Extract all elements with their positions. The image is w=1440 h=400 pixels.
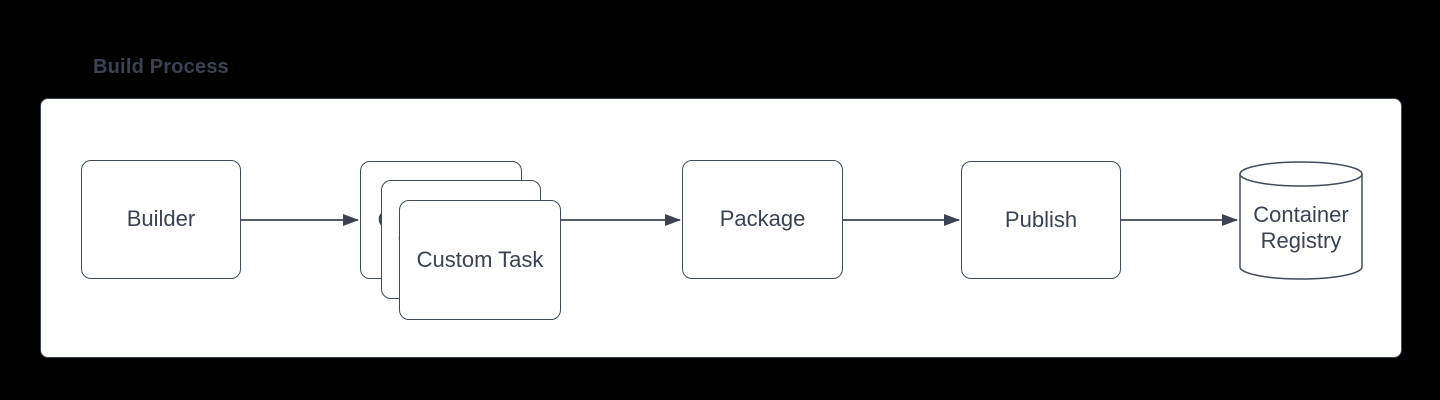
node-custom-task-label: Custom Task bbox=[416, 246, 544, 272]
node-publish: Publish bbox=[961, 161, 1121, 279]
node-container-registry: Container Registry bbox=[1239, 161, 1363, 281]
node-container-registry-label: Container Registry bbox=[1253, 201, 1349, 253]
node-package-label: Package bbox=[719, 206, 806, 232]
build-process-container: Builder Custom Task Custom Task Custom T… bbox=[40, 98, 1402, 358]
node-publish-label: Publish bbox=[1004, 206, 1078, 232]
diagram-title: Build Process bbox=[93, 56, 229, 78]
node-builder-label: Builder bbox=[126, 206, 196, 232]
node-package: Package bbox=[682, 160, 843, 279]
cylinder-shape-icon bbox=[1239, 161, 1363, 280]
node-custom-task: Custom Task bbox=[399, 200, 561, 320]
node-builder: Builder bbox=[81, 160, 241, 279]
